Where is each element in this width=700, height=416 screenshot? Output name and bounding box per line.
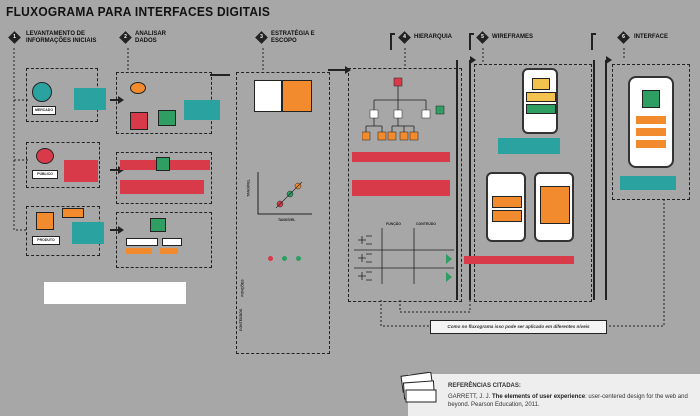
- wireframes-box: [474, 64, 592, 302]
- function-card: [254, 80, 282, 112]
- step-4-label: HIERARQUIA: [414, 34, 453, 40]
- hierarchy-col-function: FUNÇÃO: [386, 222, 401, 226]
- product-icon: [36, 212, 54, 230]
- analysis-box-3: [116, 212, 212, 268]
- hierarchy-box: [348, 68, 462, 302]
- analysis-box-2: [116, 152, 212, 204]
- strategy-axis-x: TANGÍVEL: [278, 218, 296, 222]
- wireframe-banner: [464, 256, 574, 264]
- hierarchy-banner-1: [352, 152, 450, 162]
- globe-icon: [32, 82, 52, 102]
- wireframe-block-6: [540, 186, 570, 224]
- publico-box: [26, 142, 100, 188]
- wireframe-block-2: [526, 92, 556, 102]
- wireframe-block-1: [532, 78, 550, 90]
- product-tag: [62, 208, 84, 218]
- interface-product-icon: [642, 90, 660, 108]
- wireframe-block-4: [492, 196, 522, 208]
- step-1-label: LEVANTAMENTO DE INFORMAÇÕES INICIAIS: [26, 31, 97, 44]
- step-5-label: WIREFRAMES: [492, 34, 533, 40]
- produto-label: PRODUTO: [32, 236, 60, 245]
- interface-note: [620, 176, 676, 190]
- step-3-label: ESTRATÉGIA E ESCOPO: [271, 31, 315, 44]
- strategy-box: [236, 72, 330, 354]
- gift-icon: [130, 112, 148, 130]
- strategy-side-1: FUNÇÕES: [240, 279, 245, 297]
- hierarchy-grid: [354, 228, 454, 284]
- references-text: GARRETT, J. J. The elements of user expe…: [448, 394, 688, 408]
- result-chip-4: [160, 248, 178, 254]
- strategy-dot-green: [282, 256, 287, 261]
- gift-green-icon: [156, 157, 170, 171]
- references-panel: [408, 374, 700, 416]
- result-chip-3: [126, 248, 152, 254]
- mercado-label: MERCADO: [32, 106, 56, 115]
- step-2-label: ANALISAR DADOS: [135, 31, 166, 44]
- gift-top-icon: [130, 82, 146, 94]
- result-chip-1: [126, 238, 158, 246]
- interface-block-3: [636, 140, 666, 148]
- flow-caption: Como no fluxograma isso pode ser aplicad…: [430, 320, 607, 334]
- produto-note: [72, 222, 104, 244]
- hierarchy-tree: [362, 77, 445, 141]
- page-title: FLUXOGRAMA PARA INTERFACES DIGITAIS: [6, 4, 271, 19]
- blank-input-area: [44, 282, 186, 304]
- hierarchy-col-content: CONTEÚDO: [416, 222, 437, 226]
- books-icon: [400, 372, 437, 403]
- cube-icon: [158, 110, 176, 126]
- publico-note: [64, 160, 98, 182]
- hierarchy-banner-2: [352, 180, 450, 196]
- wireframe-block-5: [492, 210, 522, 222]
- wireframe-note: [498, 138, 560, 154]
- strategy-axis-y: TANGÍVEL: [246, 179, 251, 197]
- mercado-note: [74, 88, 106, 110]
- wireframe-block-3: [526, 104, 556, 114]
- analysis-note-2: [120, 180, 204, 194]
- result-chip-2: [162, 238, 182, 246]
- strategy-axes: [257, 172, 312, 215]
- step-6-label: INTERFACE: [634, 34, 669, 40]
- strategy-side-2: CONTEÚDOS: [239, 308, 244, 332]
- interface-block-1: [636, 116, 666, 124]
- analysis-note-1: [184, 100, 220, 120]
- strategy-dot-green-2: [296, 256, 301, 261]
- cube-small-icon: [150, 218, 166, 232]
- publico-label: PÚBLICO: [32, 170, 58, 179]
- interface-block-2: [636, 128, 666, 136]
- interface-box: [612, 64, 690, 200]
- strategy-dot-red: [268, 256, 273, 261]
- content-card: [282, 80, 312, 112]
- people-icon: [36, 148, 54, 164]
- references-heading: REFERÊNCIAS CITADAS:: [448, 383, 521, 389]
